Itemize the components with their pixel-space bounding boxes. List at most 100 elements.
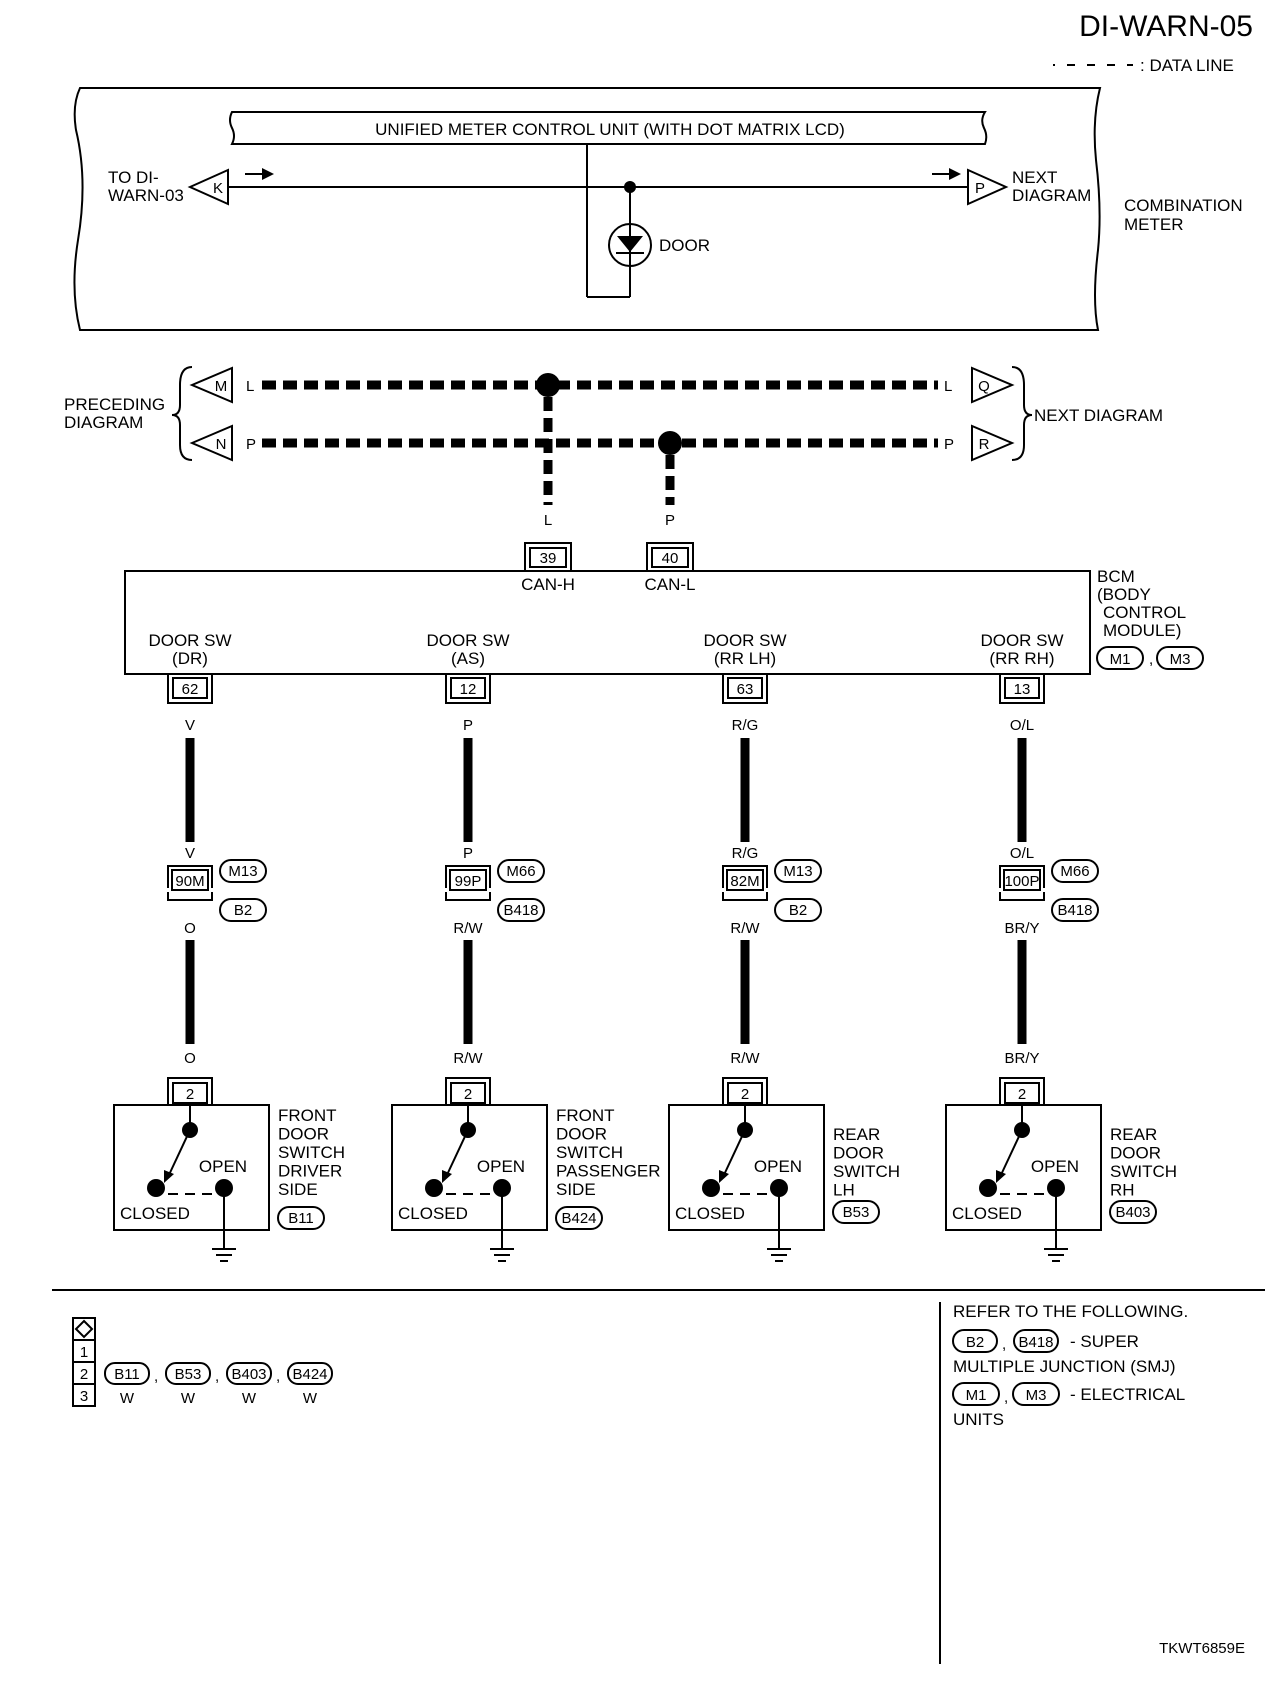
junction-pin: 90M (175, 873, 204, 890)
connector-badge (219, 859, 267, 883)
refer-connector: B418 (1018, 1334, 1053, 1351)
door-switch-box (668, 1104, 825, 1231)
wire-color-label: R/G (732, 845, 759, 862)
switch-pin: 2 (464, 1086, 472, 1103)
switch-label-line: REAR (833, 1125, 880, 1144)
door-led-icon (608, 223, 652, 267)
connector-badge (1012, 1382, 1060, 1406)
meter-label-line1: COMBINATION (1124, 196, 1243, 215)
switch-label-line: PASSENGER (556, 1162, 661, 1181)
junction-connector-a: M66 (506, 863, 535, 880)
connector-badge (219, 898, 267, 922)
connector-k-icon (187, 168, 229, 206)
open-label: OPEN (477, 1157, 525, 1176)
splice-dot (536, 373, 560, 397)
bcm-name-line3: CONTROL (1103, 603, 1186, 622)
switch-pin: 2 (1018, 1086, 1026, 1103)
table-connector: B424 (292, 1366, 327, 1383)
preceding-line2: DIAGRAM (64, 413, 143, 432)
switch-label-line: RH (1110, 1181, 1135, 1200)
connector-badge (104, 1362, 150, 1385)
switch-arrow-icon (442, 1170, 452, 1183)
separator: , (1002, 1336, 1006, 1353)
table-connector: B11 (114, 1366, 140, 1383)
bcm-name-line2: (BODY (1097, 585, 1151, 604)
switch-label-line: SWITCH (278, 1143, 345, 1162)
page-id: DI-WARN-05 (1079, 10, 1253, 43)
table-connector: B53 (175, 1366, 202, 1383)
wire-p-label-down: P (665, 512, 675, 529)
wire-l-label-right: L (944, 378, 952, 395)
switch-pin: 2 (741, 1086, 749, 1103)
bcm-connector-b: M3 (1170, 651, 1191, 668)
open-label: OPEN (199, 1157, 247, 1176)
switch-label-line: FRONT (278, 1106, 337, 1125)
switch-connector: B53 (843, 1204, 870, 1221)
table-color: W (120, 1390, 135, 1407)
connector-badge (774, 859, 822, 883)
switch-connector: B424 (561, 1210, 596, 1227)
data-line-legend: : DATA LINE (1053, 56, 1234, 75)
refer-text: - ELECTRICAL (1070, 1385, 1185, 1404)
bcm-pin: 63 (737, 681, 754, 698)
refer-text: - SUPER (1070, 1332, 1139, 1351)
table-row-1: 1 (80, 1344, 88, 1361)
bcm-name-line1: BCM (1097, 567, 1135, 586)
door-sw-label: DOOR SW (703, 631, 786, 650)
connector-badge (287, 1362, 333, 1385)
connector-n-label: N (216, 436, 227, 453)
wire-p-label-left: P (246, 436, 256, 453)
door-sw-label: DOOR SW (426, 631, 509, 650)
switch-label-line: DOOR (278, 1125, 329, 1144)
switch-pin: 2 (186, 1086, 194, 1103)
table-color: W (242, 1390, 257, 1407)
meter-unit-title: UNIFIED METER CONTROL UNIT (WITH DOT MAT… (375, 120, 845, 139)
wire-l-label-down: L (544, 512, 552, 529)
switch-label-line: DRIVER (278, 1162, 342, 1181)
junction-connector-b: B2 (789, 902, 807, 919)
switch-connector: B403 (1115, 1204, 1150, 1221)
wire-l-label-left: L (246, 378, 254, 395)
arrow-right-icon (262, 168, 274, 180)
connector-badge (277, 1206, 325, 1230)
switch-label-line: DOOR (1110, 1144, 1161, 1163)
closed-label: CLOSED (952, 1204, 1022, 1223)
connector-badge (1096, 646, 1144, 670)
bcm-name-line4: MODULE) (1103, 621, 1181, 640)
connector-m-icon (189, 366, 233, 404)
junction-dot (624, 181, 636, 193)
closed-contact (147, 1179, 165, 1197)
connector-q-label: Q (978, 378, 990, 395)
connector-badge (165, 1362, 211, 1385)
arrow-right-icon (949, 168, 961, 180)
separator: , (154, 1368, 158, 1385)
right-ref-line2: DIAGRAM (1012, 186, 1091, 205)
closed-label: CLOSED (675, 1204, 745, 1223)
door-sw-sublabel: (DR) (172, 649, 208, 668)
refer-connector: M1 (966, 1387, 987, 1404)
switch-label-line: DOOR (556, 1125, 607, 1144)
wire-color-label: V (185, 717, 195, 734)
refer-connector: M3 (1026, 1387, 1047, 1404)
connector-badge (497, 898, 545, 922)
diamond-icon (74, 1319, 94, 1339)
combination-meter: UNIFIED METER CONTROL UNIT (WITH DOT MAT… (73, 87, 1243, 331)
table-row-3: 3 (80, 1388, 88, 1405)
wire-color-label: R/W (453, 920, 483, 937)
connector-badge (774, 898, 822, 922)
junction-connector-b: B418 (1057, 902, 1092, 919)
connector-p-label: P (975, 180, 985, 197)
bcm-pin: 12 (460, 681, 477, 698)
closed-label: CLOSED (398, 1204, 468, 1223)
connector-q-icon (971, 366, 1015, 404)
door-switch-box (945, 1104, 1102, 1231)
open-label: OPEN (1031, 1157, 1079, 1176)
junction-connector-b: B2 (234, 902, 252, 919)
switch-label-line: DOOR (833, 1144, 884, 1163)
refer-notes: REFER TO THE FOLLOWING. B2 , B418 - SUPE… (952, 1302, 1188, 1429)
right-ref-line1: NEXT (1012, 168, 1057, 187)
connector-m-label: M (215, 378, 228, 395)
bcm-pin: 62 (182, 681, 199, 698)
junction-connector-a: M13 (783, 863, 812, 880)
